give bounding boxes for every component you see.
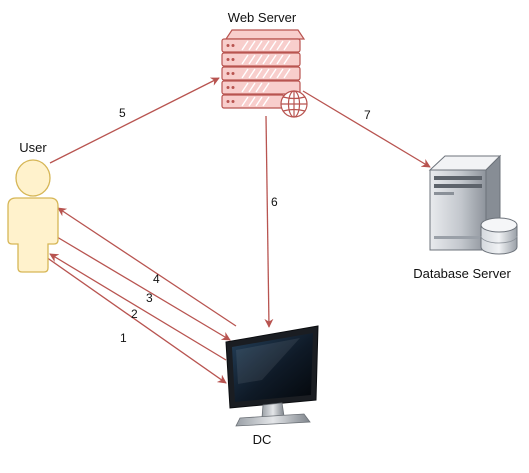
edge-7: 7 bbox=[302, 90, 431, 168]
edge-6-label: 6 bbox=[271, 195, 278, 209]
globe-icon bbox=[280, 90, 308, 118]
edge-4-label: 4 bbox=[153, 272, 160, 286]
edge-6: 6 bbox=[264, 115, 278, 328]
edge-7-label: 7 bbox=[364, 108, 371, 122]
database-server-node: Database Server bbox=[413, 154, 518, 281]
user-icon bbox=[7, 159, 59, 273]
edge-4-line bbox=[57, 207, 237, 327]
edge-1-line bbox=[35, 249, 227, 384]
edge-2-label: 2 bbox=[131, 307, 138, 321]
web-server-label: Web Server bbox=[228, 10, 297, 25]
edge-6-line bbox=[264, 115, 274, 328]
edge-1-label: 1 bbox=[120, 331, 127, 345]
edge-2: 2 bbox=[49, 253, 227, 361]
database-server-label: Database Server bbox=[413, 266, 511, 281]
web-server-node: Web Server bbox=[221, 10, 308, 118]
user-node: User bbox=[7, 140, 59, 273]
edge-5-label: 5 bbox=[119, 106, 126, 120]
monitor-icon bbox=[225, 325, 319, 427]
edge-1: 1 bbox=[35, 249, 227, 384]
user-label: User bbox=[19, 140, 47, 155]
edge-5: 5 bbox=[49, 77, 220, 164]
web-server-icon bbox=[221, 29, 306, 109]
edge-3: 3 bbox=[51, 233, 231, 341]
edge-5-line bbox=[49, 77, 220, 164]
database-server-icon bbox=[428, 154, 518, 255]
edge-3-label: 3 bbox=[146, 291, 153, 305]
dc-node: DC bbox=[225, 325, 319, 447]
edge-7-line bbox=[302, 90, 431, 168]
edge-3-line bbox=[51, 233, 231, 341]
edge-2-line bbox=[49, 253, 227, 361]
dc-label: DC bbox=[253, 432, 272, 447]
edge-4: 4 bbox=[57, 207, 237, 327]
